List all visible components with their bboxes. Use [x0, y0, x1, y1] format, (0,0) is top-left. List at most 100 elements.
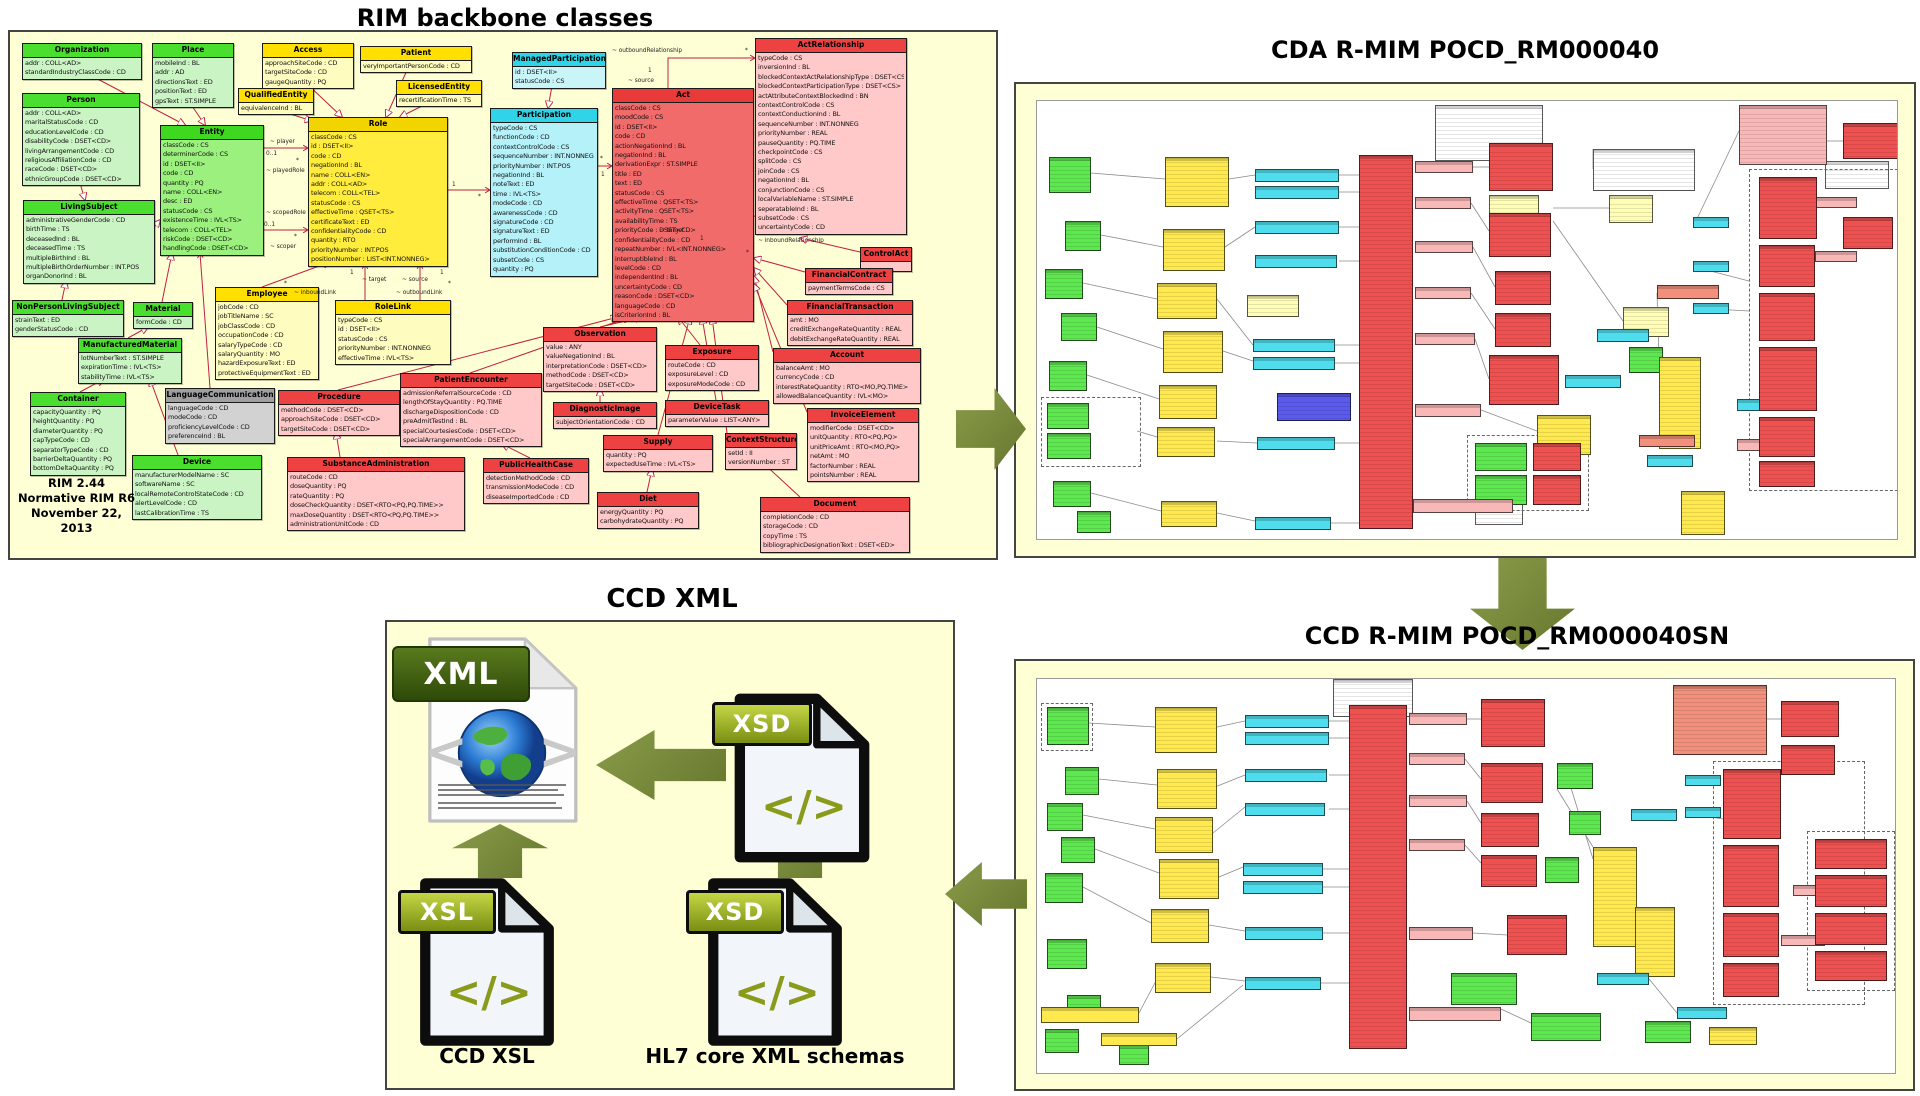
- uml-attribute: name : COLL<EN>: [163, 188, 223, 197]
- association-label: 0..1: [264, 222, 276, 228]
- mini-class-box: [1557, 763, 1593, 789]
- uml-class-name: QualifiedEntity: [239, 89, 313, 103]
- uml-attribute: debitExchangeRateQuantity : REAL: [790, 334, 900, 343]
- mini-class-box: [1609, 195, 1653, 223]
- uml-attribute: addr : COLL<AD>: [311, 180, 368, 189]
- uml-attribute: expirationTime : IVL<TS>: [81, 363, 162, 372]
- uml-attribute: barrierDeltaQuantity : PQ: [33, 455, 112, 464]
- mini-class-box: [1815, 875, 1887, 907]
- mini-choice-group: [1041, 397, 1141, 467]
- mini-class-box: [1255, 517, 1331, 530]
- ccd-diagram-inset: [1036, 678, 1896, 1074]
- uml-attribute: capTypeCode : CD: [33, 436, 90, 445]
- mini-class-box: [1253, 339, 1335, 352]
- uml-attribute: classCode : CS: [615, 104, 661, 112]
- uml-class-name: ControlAct: [861, 248, 911, 262]
- uml-attribute: statusCode : CS: [338, 334, 388, 343]
- uml-attribute: confidentialityCode : CD: [311, 227, 387, 236]
- uml-attribute: transmissionModeCode : CD: [486, 483, 574, 492]
- uml-attribute: educationLevelCode : CD: [25, 127, 104, 136]
- uml-class-name: ActRelationship: [756, 39, 906, 53]
- mini-class-box: [1815, 839, 1887, 869]
- uml-attribute: salaryQuantity : MO: [218, 350, 280, 359]
- uml-attribute: modeCode : CD: [493, 199, 542, 208]
- uml-attribute: priorityCode : DSET<CD>: [615, 226, 696, 235]
- association-label: 1: [350, 270, 354, 276]
- uml-attribute: netAmt : MO: [810, 452, 850, 461]
- uml-attribute-list: recertificationTime : TS: [397, 95, 481, 106]
- xml-right-chevron-icon: >: [538, 722, 582, 782]
- mini-class-box: [1593, 847, 1637, 947]
- uml-attribute: effectiveTime : QSET<TS>: [615, 198, 699, 207]
- uml-attribute: genderStatusCode : CD: [15, 325, 89, 334]
- uml-attribute: derivationExpr : ST.SIMPLE: [615, 160, 698, 169]
- uml-attribute: checkpointCode : CS: [758, 148, 823, 157]
- xsd-bottom-banner: XSD: [686, 890, 784, 934]
- mini-class-box: [1597, 329, 1649, 342]
- uml-attribute: classCode : CS: [311, 133, 357, 141]
- association-label: ~ outboundLink: [396, 290, 443, 296]
- uml-attribute: handlingCode : DSET<CD>: [163, 244, 249, 253]
- mini-class-box: [1415, 333, 1475, 345]
- uml-class-name: PublicHealthCase: [484, 459, 588, 473]
- association-label: ~ player: [270, 139, 295, 145]
- uml-attribute: statusCode : CS: [163, 206, 213, 215]
- uml-attribute: approachSiteCode : DSET<CD>: [281, 415, 381, 424]
- uml-attribute: priorityNumber : INT.POS: [493, 161, 571, 170]
- mini-class-box: [1359, 155, 1413, 529]
- uml-attribute: desc : ED: [163, 197, 193, 206]
- mini-class-box: [1739, 105, 1827, 165]
- uml-attribute: energyQuantity : PQ: [600, 508, 664, 516]
- mini-class-box: [1077, 511, 1111, 533]
- uml-attribute: specialCourtesiesCode : DSET<CD>: [403, 426, 516, 435]
- mini-class-box: [1247, 295, 1299, 317]
- globe-icon: [457, 708, 547, 798]
- uml-attribute: preferenceInd : BL: [168, 432, 226, 441]
- mini-class-box: [1825, 161, 1889, 189]
- uml-attribute: negationInd : BL: [758, 176, 809, 185]
- association-label: *: [284, 281, 287, 287]
- mini-class-box: [1475, 443, 1527, 471]
- mini-class-box: [1157, 283, 1217, 319]
- uml-attribute: unitQuantity : RTO<PQ,PQ>: [810, 433, 898, 442]
- uml-class-name: RoleLink: [336, 301, 450, 315]
- mini-class-box: [1049, 157, 1091, 193]
- uml-attribute: priorityNumber : INT.POS: [311, 245, 389, 254]
- uml-attribute: text : ED: [615, 179, 642, 188]
- mini-class-box: [1759, 461, 1815, 487]
- uml-class-name: Diet: [598, 493, 698, 507]
- uml-attribute: dischargeDispositionCode : CD: [403, 407, 499, 416]
- uml-attribute: code : CD: [163, 169, 194, 178]
- uml-attribute: religiousAffiliationCode : CD: [25, 156, 112, 165]
- mini-class-box: [1815, 251, 1857, 262]
- mini-class-box: [1101, 1033, 1177, 1046]
- uml-class-name: Patient: [361, 47, 471, 61]
- mini-class-box: [1451, 973, 1517, 1005]
- uml-class-name: DeviceTask: [666, 401, 768, 415]
- uml-class-name: Account: [774, 349, 920, 363]
- uml-attribute: reasonCode : DSET<CD>: [615, 292, 695, 301]
- uml-attribute: recertificationTime : TS: [399, 96, 471, 104]
- association-label: ~ outboundRelationship: [612, 48, 683, 54]
- uml-attribute: subjectOrientationCode : CD: [556, 418, 645, 426]
- uml-attribute-list: subjectOrientationCode : CD: [554, 417, 656, 428]
- uml-class-name: Procedure: [279, 391, 399, 405]
- uml-class-name: LanguageCommunication: [166, 389, 274, 403]
- association-label: ~ inboundLink: [294, 290, 337, 296]
- uml-class-name: Employee: [216, 288, 318, 302]
- association-label: ~ source: [402, 277, 428, 283]
- mini-class-box: [1245, 732, 1329, 745]
